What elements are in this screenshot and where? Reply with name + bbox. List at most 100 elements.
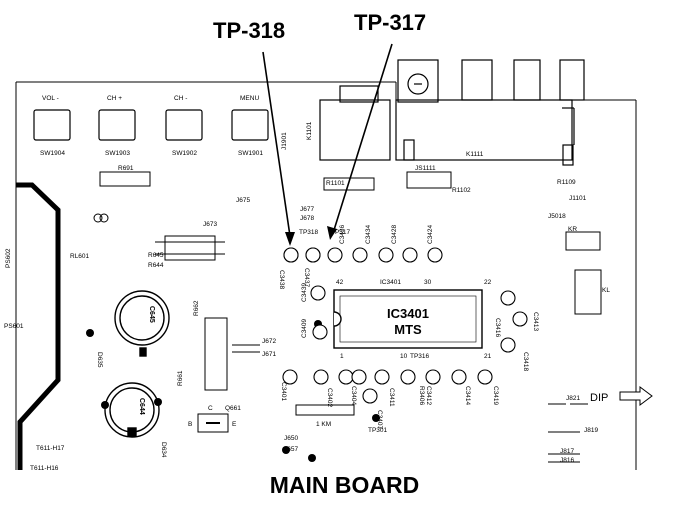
j672-label: J672: [262, 338, 276, 345]
kl-label: KL: [602, 287, 610, 294]
ic-pin-42: 42: [336, 279, 344, 286]
r691-label: R691: [118, 165, 134, 172]
j819-label: J819: [584, 427, 598, 434]
crystal: [295, 404, 355, 416]
c3438-label: C3438: [278, 270, 285, 290]
c3418-label: C3418: [522, 352, 529, 372]
ic3401-outline: [333, 289, 483, 349]
j821-label: J821: [566, 395, 580, 402]
dip-label: DIP: [590, 392, 608, 404]
ic-pin-10: 10: [400, 353, 408, 360]
j5018-label: J5018: [548, 213, 566, 220]
rl601-label: RL601: [70, 253, 90, 260]
c3412-label: C3412: [425, 386, 432, 406]
callout-arrows: [262, 43, 393, 246]
ic-name: IC3401: [387, 306, 429, 321]
e-label: E: [232, 421, 237, 428]
c3413-label: C3413: [532, 312, 539, 332]
c3434-label: C3434: [365, 224, 372, 244]
switch-ref-sw1902: SW1902: [172, 150, 197, 157]
ic-pin-30: 30: [424, 279, 432, 286]
switch-ref-sw1904: SW1904: [40, 150, 65, 157]
ic-pin-22: 22: [484, 279, 492, 286]
power-trace: [16, 182, 61, 470]
k1101-label: K1101: [306, 121, 313, 140]
dip-arrow-icon: [619, 386, 653, 406]
ps602-label: PS602: [5, 248, 12, 268]
c3439-label: C3439: [301, 282, 308, 302]
km-label: 1 KM: [316, 421, 331, 428]
ic-function: MTS: [394, 322, 422, 337]
j1101-label: J1101: [569, 195, 587, 202]
r1109-label: R1109: [557, 179, 576, 186]
j817-label: J817: [560, 448, 574, 455]
upper-components: [99, 171, 602, 391]
c-label: C: [208, 405, 213, 412]
r662-label: R662: [193, 300, 200, 316]
d634-label: D634: [160, 442, 167, 458]
c3424-label: C3424: [427, 224, 434, 244]
lower-right-jumpers: [548, 403, 588, 463]
j673-label: J673: [203, 221, 217, 228]
j677-label: J677: [300, 206, 314, 213]
coil: [93, 213, 109, 223]
r645-label: R645: [148, 252, 164, 259]
j650-label: J650: [284, 435, 298, 442]
t611-h16-label: T611-H16: [30, 465, 59, 472]
r661-label: R661: [177, 370, 184, 386]
q661-transistor: [197, 413, 229, 433]
c3428-label: C3428: [391, 224, 398, 244]
tp318-callout: TP-318: [213, 18, 286, 43]
j671-label: J671: [262, 351, 276, 358]
c3402-label: C3402: [326, 388, 333, 408]
j675-label: J675: [236, 197, 250, 204]
c3409-label: C3409: [301, 318, 308, 338]
c3416-label: C3416: [494, 318, 501, 338]
t611-h17-label: T611-H17: [36, 445, 65, 452]
c3401-label: C3401: [280, 382, 287, 402]
tp316-label: TP316: [410, 353, 430, 360]
c3419-label: C3419: [492, 386, 499, 406]
c645-capacitor: [114, 290, 170, 357]
c3414-label: C3414: [464, 386, 471, 406]
tp317-pad: [305, 247, 321, 263]
switch-ref-sw1901: SW1901: [238, 150, 263, 157]
c644-capacitor: [104, 382, 160, 438]
k1111-label: K1111: [466, 151, 484, 158]
js1111-label: JS1111: [415, 165, 436, 172]
c3411-label: C3411: [388, 388, 395, 407]
c645-label: C645: [148, 306, 155, 323]
j1901-label: J1901: [281, 132, 288, 150]
j678-label: J678: [300, 215, 314, 222]
switch-caption-menu: MENU: [240, 95, 259, 102]
diode-dots: [86, 329, 316, 462]
d635-label: D635: [96, 352, 103, 368]
tp317-label: TP317: [331, 229, 351, 236]
c3436-label: C3436: [339, 224, 346, 244]
tp317-callout: TP-317: [354, 10, 427, 35]
kr-label: KR: [568, 226, 577, 233]
r644-label: R644: [148, 262, 164, 269]
tp318-label: TP318: [299, 229, 319, 236]
ic-pin-21: 21: [484, 353, 492, 360]
r3406-label: R3406: [418, 386, 425, 406]
c644-label: C644: [138, 398, 145, 415]
j816-label: J816: [560, 457, 574, 464]
q661-label: Q661: [225, 405, 241, 412]
switch-caption-ch-minus: CH -: [174, 95, 187, 102]
ic-pin-1: 1: [340, 353, 344, 360]
tp301-label: TP301: [368, 427, 388, 434]
tp318-pad: [283, 247, 299, 263]
tp301-dot: [372, 414, 380, 422]
switch-caption-vol-minus: VOL -: [42, 95, 59, 102]
c3437-label: C3437: [303, 268, 310, 288]
c3404-label: C3404: [350, 386, 357, 406]
switch-caption-ch-plus: CH +: [107, 95, 122, 102]
diagram-title: MAIN BOARD: [269, 472, 420, 498]
j657-label: J657: [284, 446, 298, 453]
ic-ref-label: IC3401: [380, 279, 401, 286]
tact-switches: [33, 109, 269, 141]
b-label: B: [188, 421, 192, 428]
r1102-label: R1102: [452, 187, 471, 194]
